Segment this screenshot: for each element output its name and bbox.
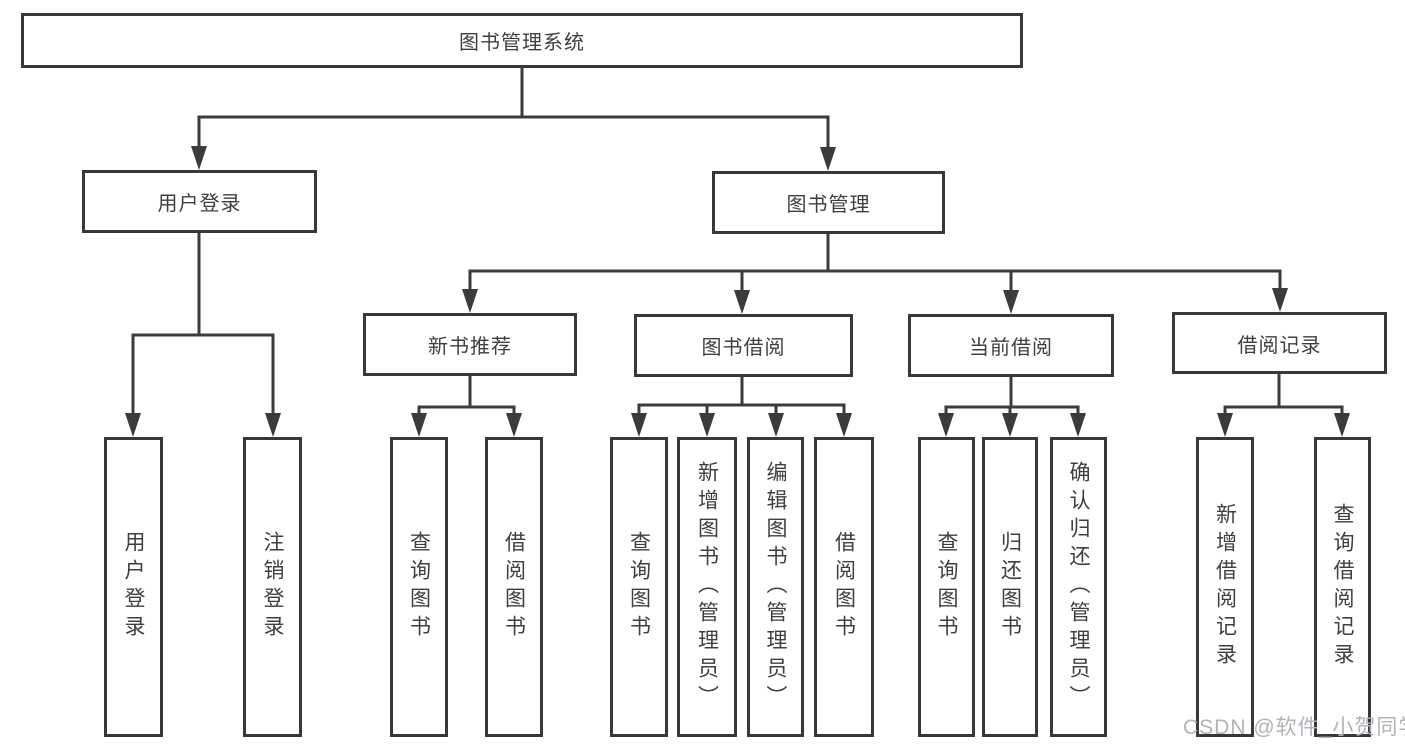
node-user-login: 用户登录 — [82, 170, 317, 233]
leaf-label: 查询图书 — [627, 531, 651, 643]
leaf-label: 查询图书 — [407, 531, 431, 643]
leaf-query-books-recommend: 查询图书 — [390, 437, 448, 737]
connector-book-borrow-to-leaves — [637, 377, 846, 417]
connector-user-login-to-leaves — [131, 233, 275, 417]
leaf-edit-books-admin: 编辑图书（管理员） — [747, 437, 804, 737]
leaf-borrow-books: 借阅图书 — [814, 437, 874, 737]
connector-current-borrow-to-leaves — [944, 377, 1080, 417]
leaf-add-books-admin: 新增图书（管理员） — [677, 437, 737, 737]
leaf-user-login: 用户登录 — [104, 437, 163, 737]
leaf-borrow-books-recommend: 借阅图书 — [485, 437, 543, 737]
leaf-label: 归还图书 — [998, 531, 1022, 643]
node-root-library-management-system: 图书管理系统 — [21, 13, 1023, 68]
node-book-management: 图书管理 — [712, 171, 945, 234]
leaf-return-books: 归还图书 — [982, 437, 1038, 737]
connector-root-to-level2 — [197, 68, 830, 151]
node-current-borrow: 当前借阅 — [908, 314, 1114, 377]
leaf-query-books-borrow: 查询图书 — [610, 437, 668, 737]
connector-borrow-record-to-leaves — [1223, 374, 1344, 417]
leaf-add-borrow-record: 新增借阅记录 — [1196, 437, 1254, 737]
leaf-label: 借阅图书 — [502, 531, 526, 643]
leaf-label: 查询借阅记录 — [1331, 503, 1354, 671]
leaf-label: 新增图书（管理员） — [695, 461, 719, 713]
leaf-label: 新增借阅记录 — [1213, 503, 1237, 671]
connector-book-management-to-level3 — [468, 234, 1282, 294]
leaf-label: 查询图书 — [935, 531, 958, 643]
leaf-logout: 注销登录 — [243, 437, 302, 737]
leaf-query-books-current: 查询图书 — [918, 437, 975, 737]
arrowheads — [125, 146, 1350, 437]
leaf-label: 注销登录 — [261, 531, 284, 643]
leaf-query-borrow-record: 查询借阅记录 — [1314, 437, 1371, 737]
node-book-borrow: 图书借阅 — [634, 314, 853, 377]
leaf-label: 确认归还（管理员） — [1067, 461, 1090, 713]
leaf-label: 借阅图书 — [832, 531, 856, 643]
leaf-label: 用户登录 — [122, 531, 145, 643]
node-new-book-recommend: 新书推荐 — [363, 313, 577, 376]
node-borrow-record: 借阅记录 — [1172, 312, 1387, 374]
connector-new-book-to-leaves — [417, 376, 516, 417]
leaf-confirm-return-admin: 确认归还（管理员） — [1050, 437, 1107, 737]
leaf-label: 编辑图书（管理员） — [764, 461, 787, 713]
